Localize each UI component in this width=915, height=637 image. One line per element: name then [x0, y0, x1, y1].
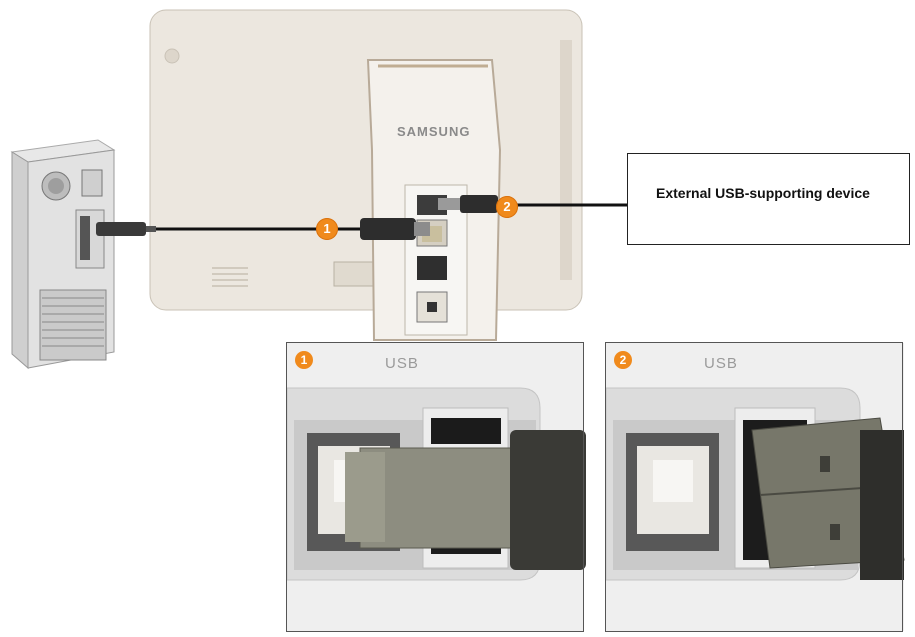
callout-badge-2: 2 — [496, 196, 518, 218]
external-device-label: External USB-supporting device — [656, 185, 870, 201]
panel-2-usb-label: USB — [704, 355, 738, 372]
panel-1-badge: 1 — [295, 351, 313, 369]
panel-2-illustration — [605, 343, 905, 631]
usb-cable-device — [438, 195, 627, 213]
panel-1-usb-label: USB — [385, 355, 419, 372]
usb-detail-panel-2: 2 USB — [605, 342, 903, 632]
usb-detail-panel-1: 1 USB — [286, 342, 584, 632]
computer-tower-illustration — [10, 139, 116, 370]
callout-badge-1: 1 — [316, 218, 338, 240]
monitor-back-illustration — [149, 9, 583, 341]
monitor-brand-logo: SAMSUNG — [397, 124, 471, 139]
panel-2-badge: 2 — [614, 351, 632, 369]
panel-1-illustration — [286, 343, 586, 631]
external-device-label-box: External USB-supporting device — [627, 153, 910, 245]
